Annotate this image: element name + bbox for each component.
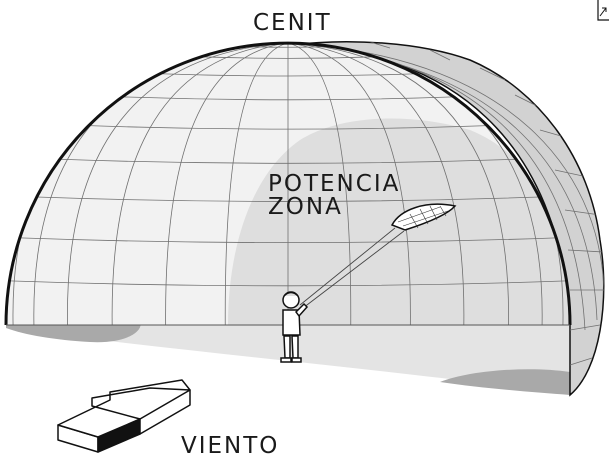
- ground-patch-right: [440, 369, 570, 395]
- power-zone-label-line1: POTENCIA: [268, 171, 400, 197]
- page-corner-icon: [597, 0, 609, 21]
- dome-meridian-line: [111, 43, 289, 326]
- kite-flyer-figure: [280, 291, 309, 363]
- dome-meridian-line: [67, 43, 289, 326]
- zenith-label: CENIT: [253, 10, 332, 36]
- dome-meridian-line: [287, 43, 411, 326]
- dome-meridian-line: [224, 43, 289, 326]
- dome-meridian-line: [165, 43, 289, 326]
- kite-icon: [390, 203, 457, 231]
- kite-lines: [299, 227, 405, 309]
- dome-meridian-line: [287, 43, 465, 326]
- dome-meridian-line: [287, 43, 352, 326]
- wind-label: VIENTO: [181, 433, 279, 459]
- dome-meridian-line: [287, 43, 509, 326]
- power-zone-label-line2: ZONA: [268, 194, 343, 220]
- wind-arrow-icon: [57, 379, 191, 453]
- dome-outline: [4, 41, 572, 326]
